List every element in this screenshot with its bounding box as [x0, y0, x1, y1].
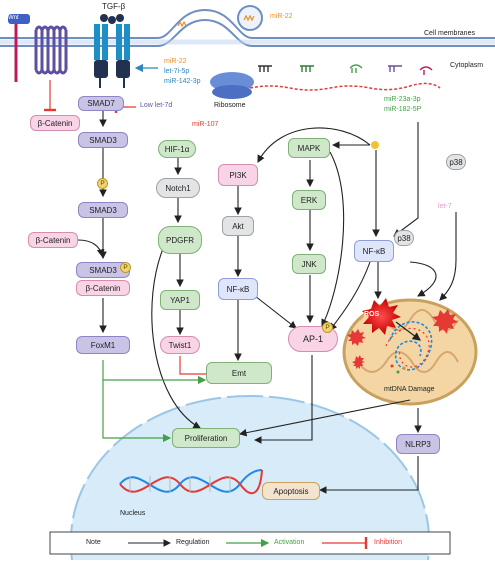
smad3-node-b: SMAD3 [78, 202, 128, 218]
smad7-node: SMAD7 [78, 96, 124, 111]
ribosome-label: Ribosome [214, 102, 246, 109]
cell-membranes-label: Cell membranes [424, 30, 475, 37]
mirna-142-label: miR-142-3p [164, 78, 201, 85]
low-let7d-label: Low let-7d [140, 102, 173, 109]
mirna-22-label: miR-22 [164, 58, 187, 65]
mirna-in-membrane-icon [177, 20, 187, 28]
dna-helix-icon [119, 469, 263, 493]
ros-burst-icon [362, 298, 401, 335]
legend-activation: Activation [274, 539, 305, 546]
legend-inhibition: Inhibition [374, 539, 403, 546]
p38-node-a: p38 [394, 230, 414, 246]
trna-icons [258, 64, 433, 75]
hif1a-node: HIF-1α [158, 140, 196, 158]
mirna-182-label: miR-182-5P [384, 106, 422, 113]
phosphate-badge-c: P [322, 322, 333, 333]
nlrp3-node: NLRP3 [396, 434, 440, 454]
akt-node: Akt [222, 216, 254, 236]
mirna-23a-label: miR-23a-3p [384, 96, 421, 103]
beta-catenin-complex-node: β-Catenin [76, 280, 130, 296]
mirna-107-label: miR-107 [192, 121, 219, 128]
ros-label: ROS [364, 311, 380, 318]
ribosome-icon [210, 72, 254, 99]
legend-note: Note [86, 539, 101, 546]
cell-membrane [0, 8, 495, 47]
mtdna-damage-label: mtDNA Damage [384, 386, 435, 393]
nucleus-membrane [69, 394, 431, 561]
legend-regulation: Regulation [176, 539, 210, 546]
cytoplasm-label: Cytoplasm [450, 62, 484, 69]
nfkb-mid-node: NF-κB [218, 278, 258, 300]
phosphate-badge-a: P [97, 178, 108, 189]
yap1-node: YAP1 [160, 290, 200, 310]
mrna-strand [249, 82, 441, 91]
mtdna-icon [389, 321, 433, 371]
mapk-node: MAPK [288, 138, 330, 158]
pdgfr-node: PDGFR [158, 226, 202, 254]
twist1-node: Twist1 [160, 336, 200, 354]
proliferation-node: Proliferation [172, 428, 240, 448]
smad3-node-a: SMAD3 [78, 132, 128, 148]
p38-node-b: p38 [446, 154, 466, 170]
tgf-beta-receptor-icon [94, 14, 130, 88]
vesicle [237, 5, 263, 31]
wnt-receptor-icon [8, 14, 68, 82]
beta-catenin-top-node: β-Catenin [30, 115, 80, 131]
emt-node: Emt [206, 362, 272, 384]
jnk-node: JNK [292, 254, 326, 274]
apoptosis-node: Apoptosis [262, 482, 320, 500]
wnt-label: Wnt [8, 15, 19, 21]
foxm1-node: FoxM1 [76, 336, 130, 354]
nfkb-right-node: NF-κB [354, 240, 394, 262]
erk-node: ERK [292, 190, 326, 210]
let7-label: let-7 [438, 203, 452, 210]
nucleus-label: Nucleus [120, 510, 146, 517]
phosphate-badge-b: P [120, 262, 131, 273]
mirna-vesicle-label: miR-22 [270, 13, 293, 20]
pi3k-node: PI3K [218, 164, 258, 186]
tgf-beta-label: TGF-β [102, 2, 126, 11]
notch1-node: Notch1 [156, 178, 200, 198]
signal-dot-icon [371, 141, 379, 149]
mirna-let7i-label: let-7i-5p [164, 68, 190, 75]
beta-catenin-left-node: β-Catenin [28, 232, 78, 248]
